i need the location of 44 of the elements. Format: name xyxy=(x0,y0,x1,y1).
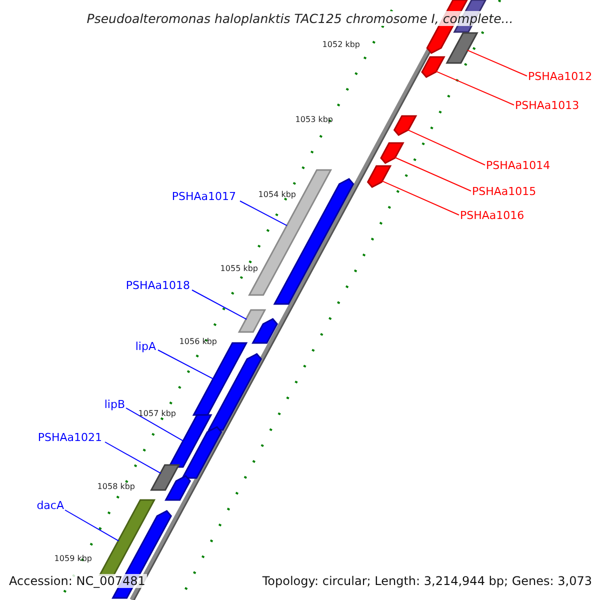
scale-tick-label: 1057 kbp xyxy=(138,409,176,418)
gene-label: PSHAa1021 xyxy=(38,431,102,444)
gene-label: lipB xyxy=(104,398,125,411)
gene-bar xyxy=(98,499,156,576)
gene-label: lipA xyxy=(135,340,156,353)
gene-bar xyxy=(208,353,262,431)
leader-line xyxy=(407,129,486,166)
gene-label: PSHAa1016 xyxy=(460,209,524,222)
gene-label: PSHAa1015 xyxy=(472,185,536,198)
scale-tick-label: 1052 kbp xyxy=(322,40,360,49)
leader-line xyxy=(394,157,472,192)
leader-line xyxy=(64,510,120,542)
scale-tick-label: 1059 kbp xyxy=(54,554,92,563)
gene-bar xyxy=(164,475,191,501)
gene-bar xyxy=(150,464,180,491)
scale-tick-label: 1056 kbp xyxy=(179,337,217,346)
leader-line xyxy=(104,442,162,474)
gene-bar xyxy=(446,32,478,64)
accession-text: Accession: NC_007481 xyxy=(7,574,148,588)
scale-tick-label: 1054 kbp xyxy=(258,190,296,199)
scale-tick-label: 1055 kbp xyxy=(220,264,258,273)
leader-line xyxy=(466,50,528,76)
gene-label: PSHAa1012 xyxy=(528,70,592,83)
leader-line xyxy=(240,200,288,226)
gene-bar xyxy=(393,115,418,136)
gene-bar xyxy=(366,165,392,188)
leader-line xyxy=(436,70,514,106)
leader-line xyxy=(382,180,460,216)
leader-line xyxy=(158,350,214,380)
gene-label: PSHAa1018 xyxy=(126,279,190,292)
genome-summary-text: Topology: circular; Length: 3,214,944 bp; Genes: 3,073 xyxy=(260,574,594,588)
gene-bar xyxy=(181,426,222,479)
gene-label: dacA xyxy=(36,499,64,512)
gene-bar xyxy=(421,56,446,78)
scale-tick-label: 1053 kbp xyxy=(295,115,333,124)
gene-label: PSHAa1017 xyxy=(172,190,236,203)
gene-bar xyxy=(380,142,404,164)
gene-bar xyxy=(238,309,266,333)
gene-label: PSHAa1013 xyxy=(515,99,580,112)
leader-line xyxy=(192,290,248,320)
leader-line xyxy=(126,408,184,442)
scale-tick-label: 1058 kbp xyxy=(97,482,135,491)
gene-bar xyxy=(252,318,278,344)
gene-label: PSHAa1014 xyxy=(486,159,550,172)
